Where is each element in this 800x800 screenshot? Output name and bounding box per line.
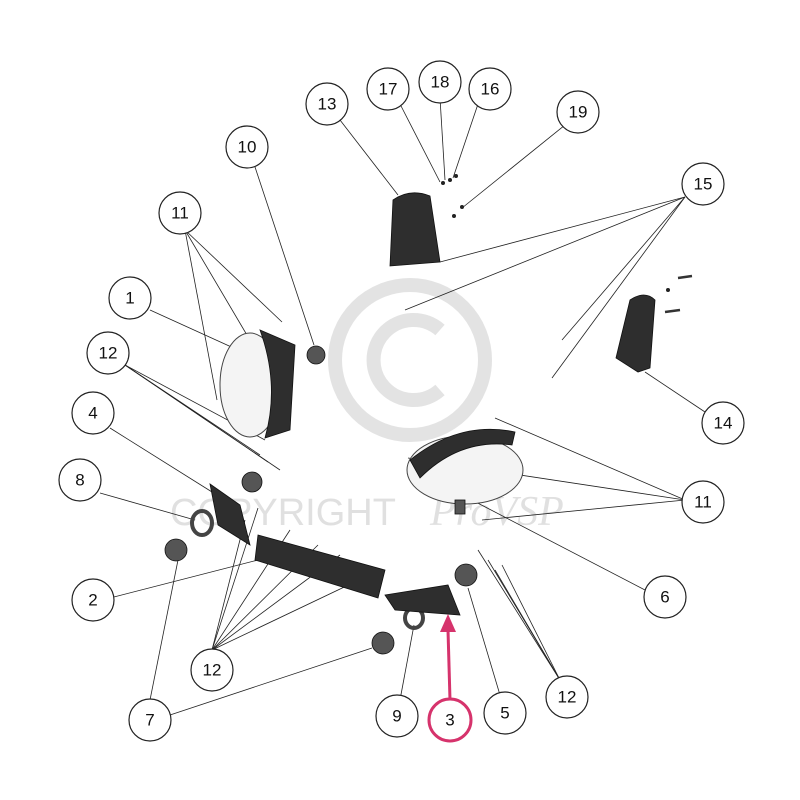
callout-18: 18 [418, 60, 462, 104]
svg-text:14: 14 [714, 414, 733, 433]
part-2-grille [254, 534, 386, 599]
part-13-bracket [389, 192, 441, 267]
callout-12-left: 12 [86, 331, 130, 375]
svg-text:1: 1 [125, 289, 134, 308]
svg-text:11: 11 [694, 493, 712, 512]
grommet [241, 471, 263, 493]
svg-text:12: 12 [203, 661, 222, 680]
part-3-right-bezel [384, 584, 461, 616]
svg-text:4: 4 [88, 404, 97, 423]
callout-9: 9 [375, 694, 419, 738]
callout-1: 1 [108, 276, 152, 320]
callout-15: 15 [681, 162, 725, 206]
svg-text:9: 9 [392, 707, 401, 726]
callout-2: 2 [71, 578, 115, 622]
svg-text:12: 12 [558, 688, 577, 707]
callout-5: 5 [483, 691, 527, 735]
callout-13: 13 [305, 82, 349, 126]
svg-text:18: 18 [431, 73, 450, 92]
callout-12-bottom-left: 12 [190, 648, 234, 692]
parts [164, 174, 693, 655]
leader-lines [99, 97, 706, 716]
callout-3: 3 [427, 697, 473, 743]
highlight-arrow [440, 614, 456, 701]
callout-14: 14 [701, 401, 745, 445]
svg-text:7: 7 [145, 711, 154, 730]
callout-10: 10 [225, 125, 269, 169]
svg-text:15: 15 [694, 175, 713, 194]
svg-text:17: 17 [379, 80, 398, 99]
callout-11-right: 11 [681, 480, 725, 524]
svg-text:13: 13 [318, 95, 337, 114]
svg-text:12: 12 [99, 344, 118, 363]
part-14-side-panel [615, 294, 656, 373]
part-7-fog-lamp-right [371, 631, 395, 655]
svg-text:8: 8 [75, 471, 84, 490]
callout-11-left: 11 [158, 191, 202, 235]
callout-17: 17 [366, 67, 410, 111]
callout-8: 8 [58, 458, 102, 502]
part-5-fog-lamp [454, 563, 478, 587]
callout-16: 16 [468, 67, 512, 111]
svg-text:11: 11 [171, 204, 189, 223]
svg-text:16: 16 [481, 80, 500, 99]
part-1-left-headlamp [219, 329, 296, 439]
part-10-connector [306, 345, 326, 365]
part-4-left-bezel [209, 483, 251, 546]
callout-19: 19 [556, 90, 600, 134]
part-7-fog-lamp-left [164, 538, 188, 562]
svg-text:6: 6 [660, 588, 669, 607]
svg-text:19: 19 [569, 103, 588, 122]
svg-text:10: 10 [238, 138, 257, 157]
callout-6: 6 [643, 575, 687, 619]
callout-7: 7 [128, 698, 172, 742]
callouts: 1 2 3 4 5 6 7 8 9 10 11 11 12 12 12 13 1… [58, 60, 745, 743]
callout-4: 4 [71, 391, 115, 435]
svg-text:5: 5 [500, 704, 509, 723]
part-6-right-headlamp [406, 428, 524, 515]
part-8-ring [190, 509, 214, 537]
svg-text:2: 2 [88, 591, 97, 610]
svg-text:3: 3 [445, 711, 454, 730]
callout-12-bottom-right: 12 [545, 675, 589, 719]
